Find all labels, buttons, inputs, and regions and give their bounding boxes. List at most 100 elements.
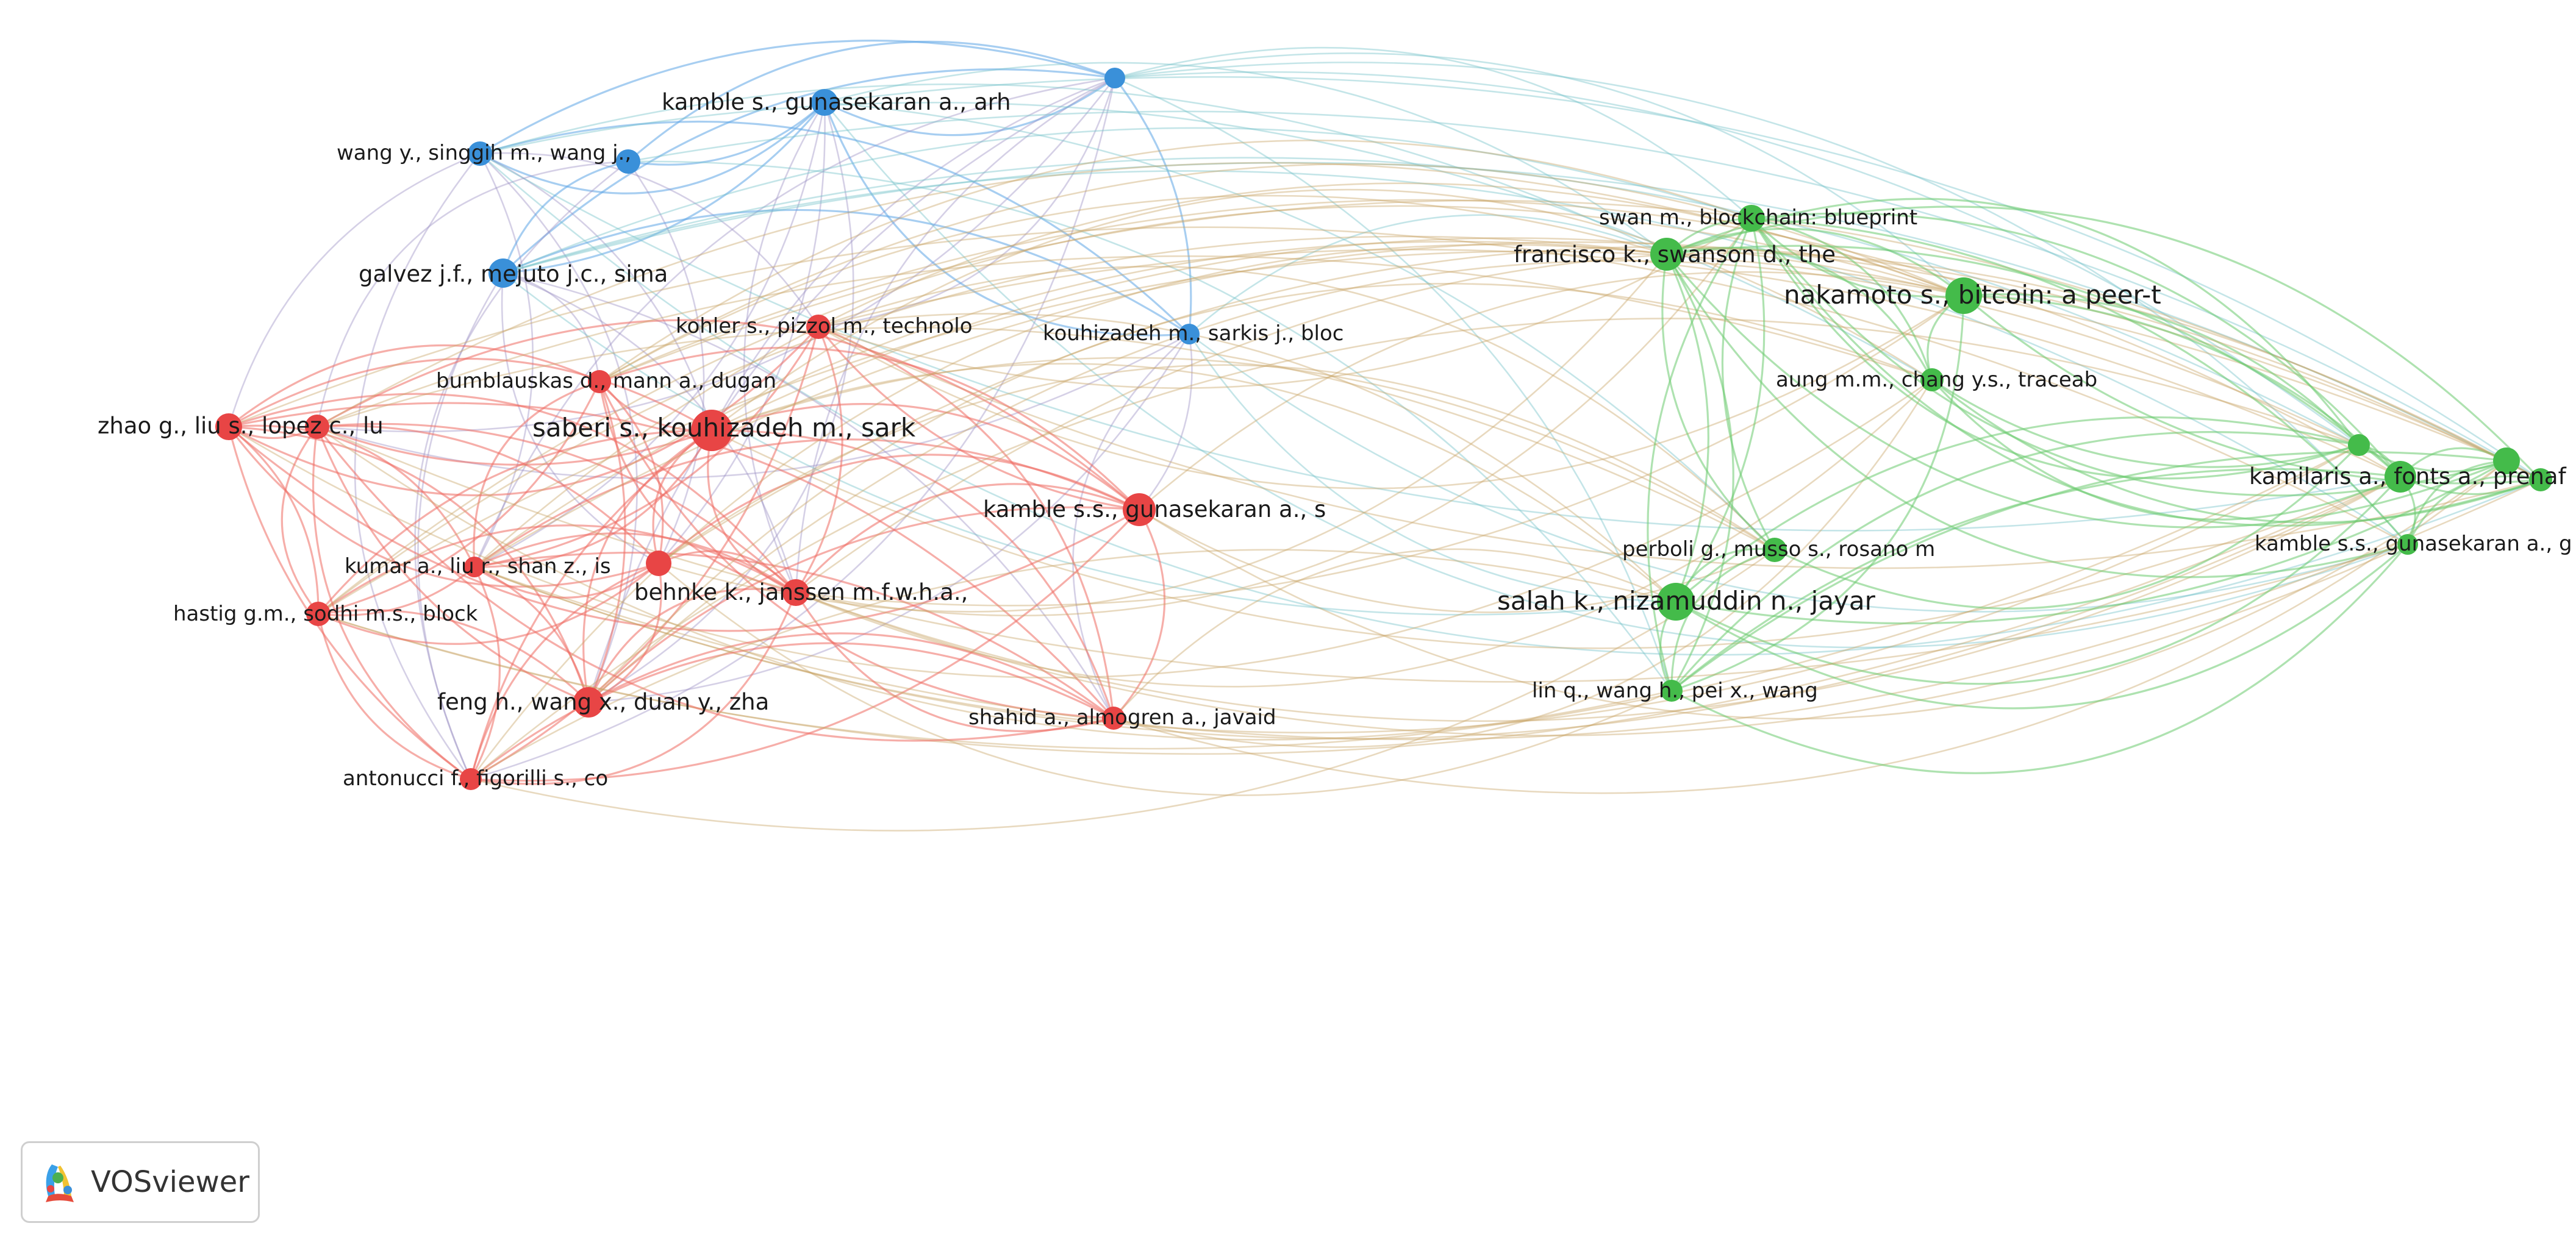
node-label-lin-wang-pei[interactable]: lin q., wang h., pei x., wang [1532, 679, 1818, 703]
network-link [588, 333, 1190, 704]
node-label-kumar-liu-shan[interactable]: kumar a., liu r., shan z., is [345, 554, 611, 579]
network-link [474, 532, 796, 594]
node-label-saberi-kouhizadeh[interactable]: saberi s., kouhizadeh m., sark [532, 413, 916, 443]
node-label-kamilaris-fonts[interactable]: kamilaris a., fonts a., prenaf [2249, 463, 2567, 490]
network-link [227, 152, 481, 427]
node-label-aung-chang[interactable]: aung m.m., chang y.s., traceab [1776, 368, 2097, 392]
network-link [795, 218, 1753, 616]
node-aung-chang[interactable] [1920, 368, 1944, 391]
node-nakamoto-bitcoin[interactable] [1945, 277, 1982, 314]
node-hughes-dwivedi[interactable] [616, 149, 640, 174]
node-kamilaris-fonts[interactable] [2385, 461, 2416, 493]
network-link [479, 152, 713, 431]
node-red-small-1[interactable] [646, 551, 671, 576]
network-link [711, 188, 1933, 432]
node-label-kohler-pizzol[interactable]: kohler s., pizzol m., technolo [676, 314, 973, 338]
node-green-small-3[interactable] [2529, 468, 2552, 491]
network-link [228, 393, 797, 594]
node-saberi-kouhizadeh[interactable] [691, 410, 732, 451]
network-link [503, 272, 797, 593]
node-label-francisco-swanson[interactable]: francisco k., swanson d., the [1514, 241, 1836, 268]
network-link [317, 429, 712, 615]
network-link [658, 246, 2541, 565]
network-link [470, 318, 2360, 780]
vosviewer-brand-label: VOSviewer [91, 1165, 250, 1199]
node-label-feng-wang-duan[interactable]: feng h., wang x., duan y., zha [437, 689, 769, 715]
node-wang-singgih[interactable] [468, 141, 492, 166]
network-link [588, 102, 854, 704]
network-link [474, 476, 2401, 740]
network-link [824, 77, 1115, 137]
node-swan-blockchain[interactable] [1738, 205, 1765, 232]
network-link [228, 226, 2408, 546]
node-green-small-2[interactable] [2493, 447, 2520, 474]
node-kohler-pizzol[interactable] [806, 315, 831, 339]
node-lin-wang-pei[interactable] [1661, 680, 1683, 702]
node-shahid-almogren[interactable] [1102, 707, 1125, 730]
node-label-kamble-gunasekaran-arh[interactable]: kamble s., gunasekaran a., arh [662, 89, 1011, 115]
node-label-zhao-liu-lopez[interactable]: zhao g., liu s., lopez c., lu [98, 413, 384, 439]
node-kouhizadeh-sarkis[interactable] [1179, 324, 1200, 344]
vosviewer-logo-box[interactable]: VOSviewer [21, 1141, 260, 1223]
network-link [503, 101, 826, 274]
node-label-shahid-almogren[interactable]: shahid a., almogren a., javaid [968, 705, 1276, 730]
network-link [1665, 254, 2408, 579]
network-link [628, 101, 826, 166]
node-label-antonucci-figorilli[interactable]: antonucci f., figorilli s., co [343, 766, 608, 791]
network-link [824, 101, 1775, 551]
node-label-kouhizadeh-sarkis[interactable]: kouhizadeh m., sarkis j., bloc [1043, 321, 1343, 346]
node-label-wang-singgih[interactable]: wang y., singgih m., wang j., [337, 141, 631, 165]
network-link [1188, 333, 1676, 603]
network-link [473, 77, 1115, 568]
node-kamble-gunasekaran-arh[interactable] [811, 89, 838, 116]
network-link [318, 250, 2507, 615]
vosviewer-logo-icon [46, 1164, 74, 1202]
network-link [599, 194, 1667, 383]
network-link [1751, 212, 2402, 478]
node-label-galvez-mejuto[interactable]: galvez j.f., mejuto j.c., sima [359, 261, 668, 287]
node-label-kamble-ss-gunasekaran-g[interactable]: kamble s.s., gunasekaran a., g [2255, 532, 2572, 556]
node-blue-top[interactable] [1104, 68, 1125, 88]
network-link [317, 426, 712, 466]
node-label-perboli-musso[interactable]: perboli g., musso s., rosano m [1622, 537, 1935, 561]
node-galvez-mejuto[interactable] [488, 258, 518, 288]
node-hastig-sodhi[interactable] [306, 602, 331, 626]
node-salah-nizamuddin[interactable] [1657, 583, 1695, 621]
node-antonucci-figorilli[interactable] [460, 768, 482, 790]
network-link [1647, 218, 1753, 691]
node-green-small-1[interactable] [2348, 434, 2370, 456]
network-link [824, 76, 2541, 481]
node-label-swan-blockchain[interactable]: swan m., blockchain: blueprint [1599, 205, 1917, 230]
node-label-salah-nizamuddin[interactable]: salah k., nizamuddin n., jayar [1497, 586, 1876, 616]
network-link [227, 426, 659, 588]
network-link [318, 524, 796, 615]
node-behnke-janssen[interactable] [782, 579, 809, 606]
network-link [1139, 333, 1193, 510]
network-link [312, 426, 471, 780]
network-link [503, 127, 1752, 274]
node-bumblauskas-mann[interactable] [588, 370, 611, 393]
network-link [474, 479, 2541, 741]
node-red-small-2[interactable] [305, 415, 329, 439]
network-link [1114, 77, 1192, 335]
network-link [658, 563, 1672, 796]
node-francisco-swanson[interactable] [1650, 238, 1683, 271]
network-link [1666, 244, 2402, 478]
node-label-bumblauskas-mann[interactable]: bumblauskas d., mann a., dugan [436, 369, 776, 393]
node-kamble-ss-gunasekaran-s[interactable] [1123, 493, 1156, 526]
node-perboli-musso[interactable] [1762, 538, 1787, 562]
node-feng-wang-duan[interactable] [573, 687, 604, 718]
node-zhao-liu-lopez[interactable] [215, 413, 242, 440]
node-kamble-ss-gunasekaran-g[interactable] [2397, 534, 2418, 555]
node-label-hastig-sodhi[interactable]: hastig g.m., sodhi m.s., block [173, 602, 478, 626]
node-label-nakamoto-bitcoin[interactable]: nakamoto s., bitcoin: a peer-t [1784, 280, 2161, 310]
network-link [474, 102, 826, 568]
network-link [795, 77, 1115, 593]
node-kumar-liu-shan[interactable] [464, 557, 485, 577]
network-link [474, 551, 1114, 719]
node-label-behnke-janssen[interactable]: behnke k., janssen m.f.w.h.a., [634, 579, 968, 605]
network-link [1963, 293, 2360, 446]
network-link [503, 272, 1676, 616]
node-label-kamble-ss-gunasekaran-s[interactable]: kamble s.s., gunasekaran a., s [983, 496, 1326, 522]
